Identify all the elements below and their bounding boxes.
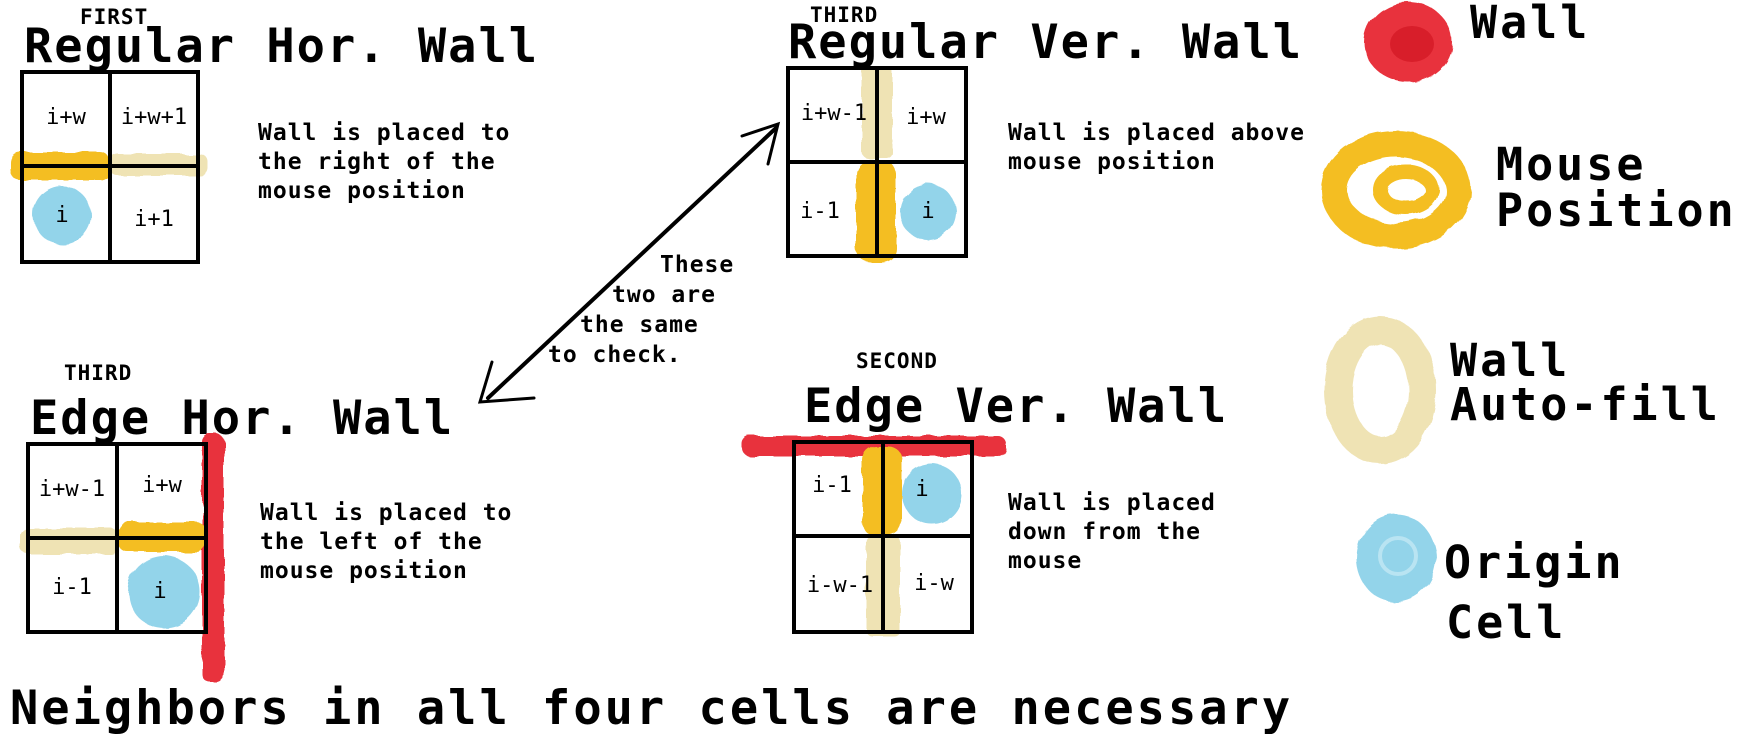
legend-label: Origin: [1444, 536, 1625, 589]
legend-label: Cell: [1446, 596, 1566, 649]
panel-description: Wall is placed above: [1008, 120, 1305, 146]
panel-regular-ver-wall: THIRD Regular Ver. Wall i+w-1 i+w i-1 i …: [786, 3, 1305, 262]
panel-edge-ver-wall: SECOND Edge Ver. Wall i-1 i i-w-1 i-w Wa…: [742, 349, 1228, 636]
cell-label: i+1: [134, 207, 174, 232]
legend-item-mouse-position: Mouse Position: [1321, 131, 1737, 249]
legend-label: Auto-fill: [1450, 378, 1721, 431]
legend-label: Wall: [1450, 334, 1570, 387]
panel-description: mouse position: [1008, 149, 1216, 175]
legend-item-wall-auto-fill: Wall Auto-fill: [1324, 316, 1721, 464]
legend-label: Mouse: [1496, 138, 1646, 191]
footer-text: Neighbors in all four cells are necessar…: [10, 681, 1293, 736]
order-label: THIRD: [64, 361, 132, 385]
origin-cell-mark: [33, 186, 91, 244]
arrow-note-line: These: [660, 252, 734, 278]
arrow-note-line: two are: [612, 282, 716, 308]
panel-description: the left of the: [260, 529, 483, 555]
cell-label: i+w: [142, 473, 182, 498]
arrow-note-line: to check.: [548, 342, 682, 368]
cell-label: i: [921, 199, 934, 224]
order-label: FIRST: [80, 5, 148, 29]
cell-label: i+w: [906, 105, 946, 130]
panel-description: mouse position: [258, 178, 466, 204]
panel-title: Edge Hor. Wall: [30, 391, 454, 446]
arrow-head-up-right-icon: [740, 121, 781, 166]
cell-label: i-1: [812, 473, 852, 498]
cell-label: i-1: [52, 575, 92, 600]
origin-cell-mark: [902, 464, 962, 524]
origin-cell-mark: [900, 184, 956, 240]
legend-item-wall: Wall: [1364, 0, 1590, 82]
cell-label: i+w-1: [39, 477, 105, 502]
blue-blob-icon: [1356, 514, 1436, 602]
panel-title: Edge Ver. Wall: [804, 379, 1228, 434]
arrow-line: [486, 126, 778, 400]
arrow-head-down-left-icon: [477, 360, 536, 404]
legend-item-origin-cell: Origin Cell: [1356, 514, 1625, 649]
wall-autofill-mark: [20, 528, 118, 554]
panel-description: the right of the: [258, 149, 496, 175]
double-arrow: These two are the same to check.: [477, 121, 781, 404]
panel-description: mouse position: [260, 558, 468, 584]
panel-description: Wall is placed: [1008, 490, 1216, 516]
cream-blob-icon: [1324, 316, 1436, 464]
panel-description: Wall is placed to: [258, 120, 510, 146]
origin-cell-mark: [128, 556, 200, 628]
cell-label: i-w-1: [807, 573, 873, 598]
cell-label: i-1: [800, 199, 840, 224]
panel-edge-hor-wall: THIRD Edge Hor. Wall i+w-1 i+w i-1 i Wal…: [20, 361, 512, 682]
cell-label: i: [55, 203, 68, 228]
cell-label: i+w: [46, 105, 86, 130]
yellow-blob-icon: [1321, 131, 1471, 249]
panel-description: mouse: [1008, 548, 1082, 574]
order-label: THIRD: [810, 3, 878, 27]
legend-label: Position: [1496, 184, 1737, 237]
cell-label: i: [915, 477, 928, 502]
cell-label: i+w+1: [121, 105, 187, 130]
cell-label: i: [153, 579, 166, 604]
panel-title: Regular Hor. Wall: [24, 19, 539, 74]
panel-description: Wall is placed to: [260, 500, 512, 526]
cell-label: i-w: [914, 571, 954, 596]
legend: Wall Mouse Position Wall Auto-fill Origi…: [1321, 0, 1737, 649]
panel-description: down from the: [1008, 519, 1201, 545]
order-label: SECOND: [856, 349, 938, 373]
arrow-note-line: the same: [580, 312, 699, 338]
panel-title: Regular Ver. Wall: [788, 15, 1303, 70]
cell-label: i+w-1: [801, 101, 867, 126]
legend-label: Wall: [1470, 0, 1590, 49]
panel-regular-hor-wall: FIRST Regular Hor. Wall i+w i+w+1 i i+1 …: [10, 5, 539, 264]
